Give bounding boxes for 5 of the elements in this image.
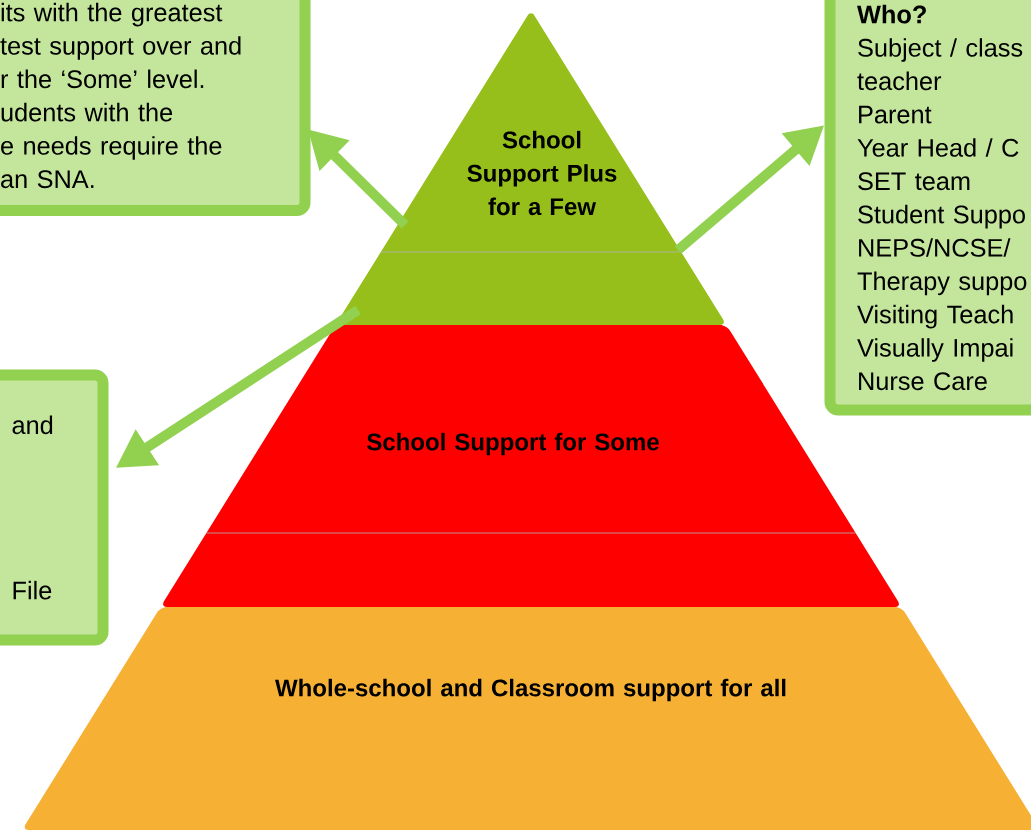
pyramid-tier: Whole-school and Classroom support for all — [24, 607, 1031, 830]
callout-box: its with the greatest test support over and r the ‘Some’ level. udents with the e needs require the an SNA. — [0, 0, 311, 216]
pyramid-tier: School Support Plus for a Few — [338, 13, 724, 325]
callout-box: and File — [0, 369, 109, 646]
callout-box: Who? Subject / class teacher Parent Year Head / C SET team Student Suppo NEPS/NCSE/ Therapy suppo Visiting Teach Visually Impai Nurse Care — [824, 0, 1031, 416]
